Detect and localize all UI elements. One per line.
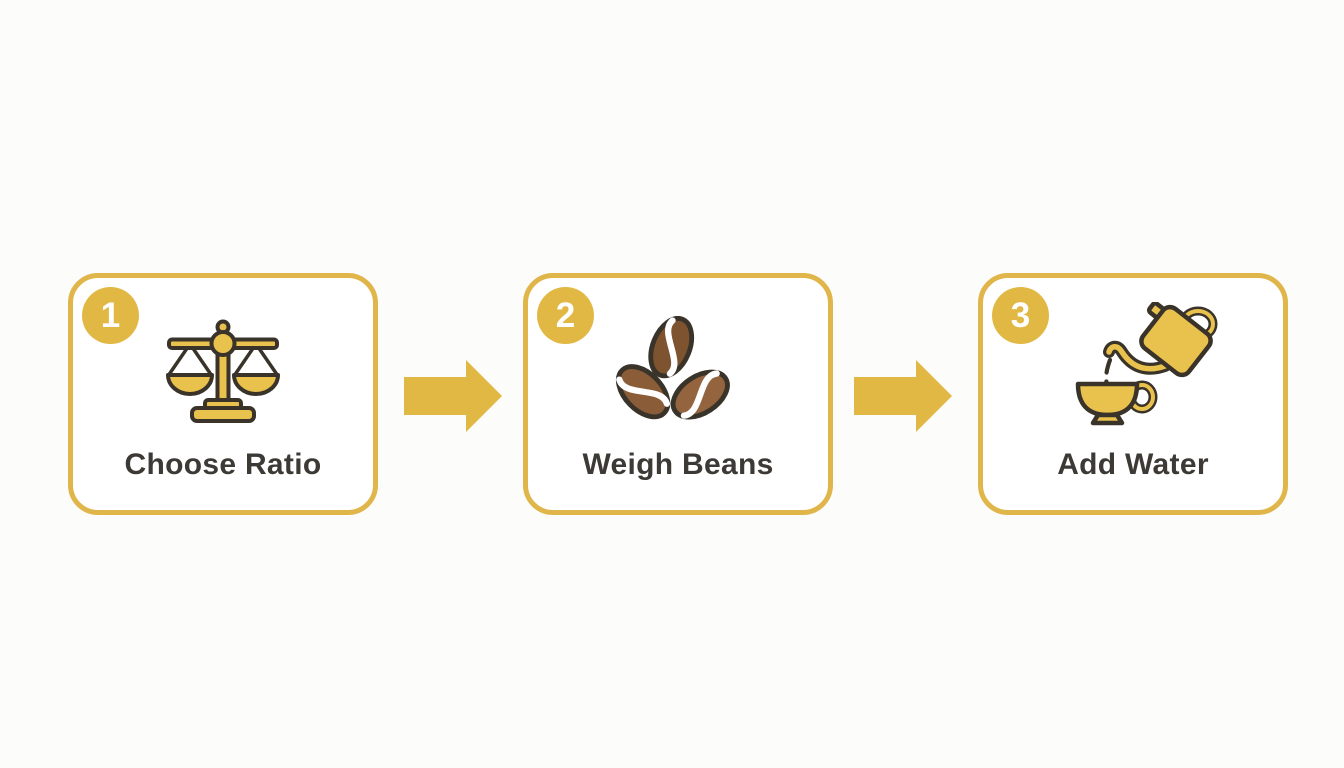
step-card-choose-ratio: 1 Choose Ratio (68, 273, 378, 515)
step-label: Choose Ratio (124, 448, 322, 481)
step-number: 3 (1010, 296, 1031, 335)
balance-scale-icon (73, 318, 373, 430)
step-label: Weigh Beans (582, 448, 774, 481)
step-card-add-water: 3 (978, 273, 1288, 515)
step-number-badge: 2 (537, 287, 594, 344)
step-number-badge: 3 (992, 287, 1049, 344)
step-number: 2 (555, 296, 576, 335)
step-label: Add Water (1057, 448, 1209, 481)
step-number-badge: 1 (82, 287, 139, 344)
arrow-right-icon (854, 360, 952, 432)
step-card-weigh-beans: 2 Weigh Beans (523, 273, 833, 515)
arrow-right-icon (404, 360, 502, 432)
kettle-pouring-into-cup-icon (995, 302, 1295, 447)
coffee-beans-icon (528, 316, 828, 448)
step-number: 1 (100, 296, 121, 335)
